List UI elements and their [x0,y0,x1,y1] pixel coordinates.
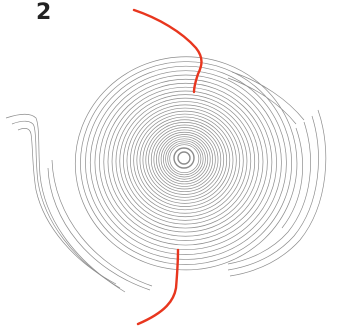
left-spiral-arm-outer [6,114,125,292]
contour-ring [156,132,212,186]
upper-right-arm-1 [232,72,304,120]
right-spiral-arm-outer [230,110,326,276]
left-spiral-arm-mid [12,121,120,288]
contour-ring [146,122,224,197]
center-ring [174,148,194,168]
contour-ring [112,91,259,232]
contour-ring [85,66,286,259]
contour-ring [143,120,227,201]
center-ring [178,152,190,164]
concentric-contour-rings [75,57,297,270]
contour-ring [159,135,210,184]
spiral-contour-arms [6,72,326,292]
contour-ring [166,141,204,177]
